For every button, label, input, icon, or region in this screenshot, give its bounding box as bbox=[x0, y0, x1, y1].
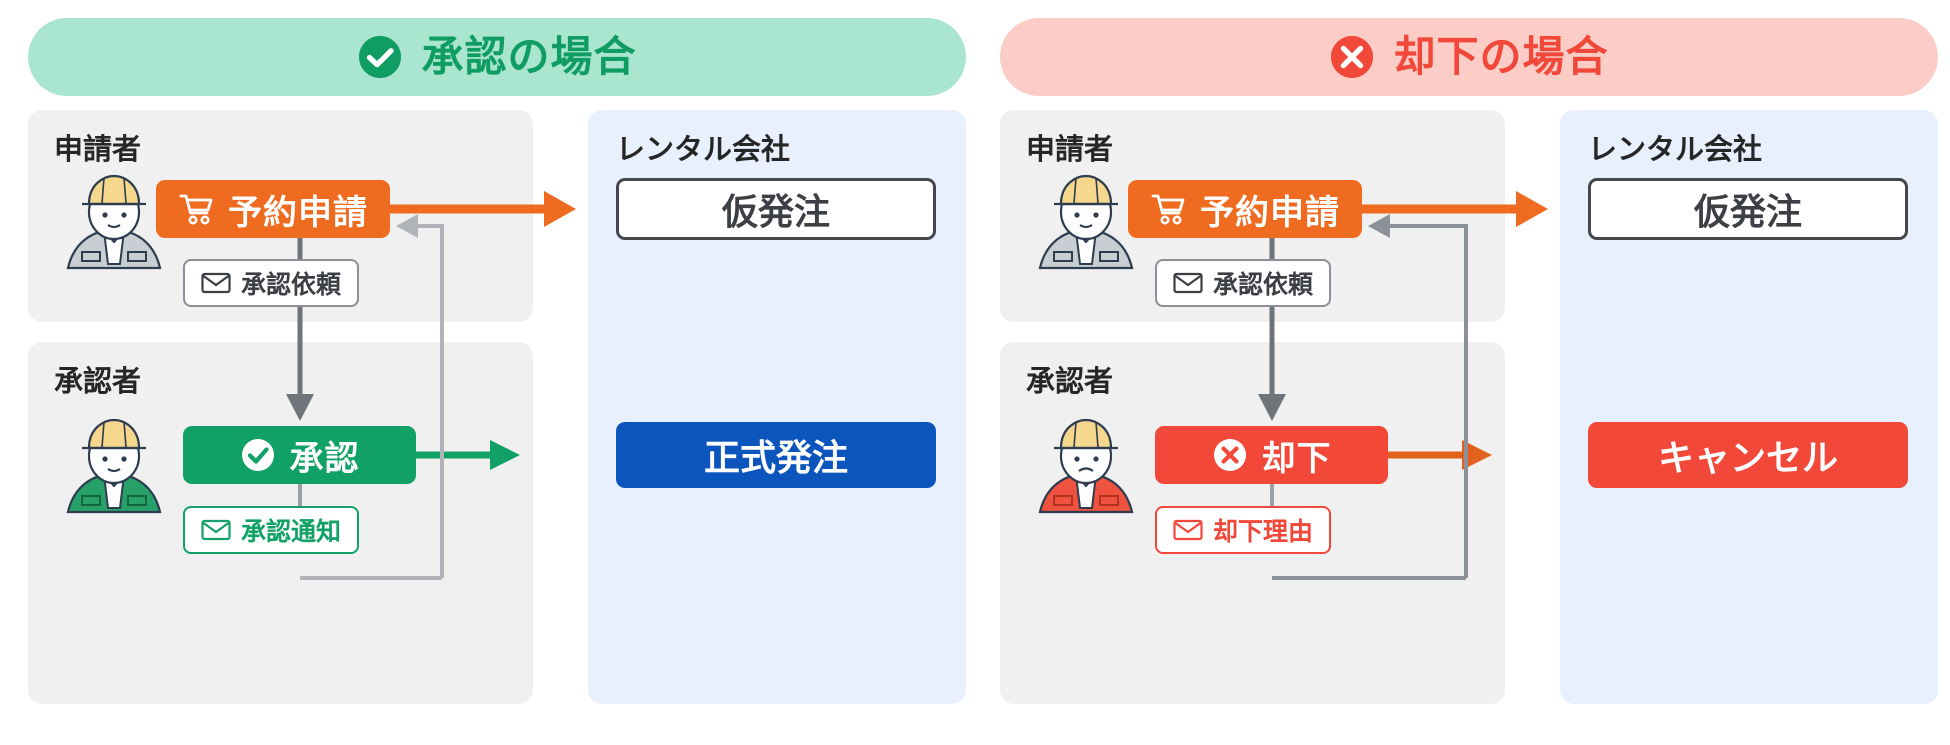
chip-approval-notice-label: 承認通知 bbox=[241, 518, 342, 546]
result-provisional-order-label: 仮発注 bbox=[1693, 191, 1802, 232]
button-reservation-request-label: 予約申請 bbox=[228, 193, 368, 232]
check-circle-icon bbox=[241, 439, 274, 471]
button-reservation-request[interactable]: 予約申請 bbox=[1128, 180, 1362, 238]
panel-reject-header: 却下の場合 bbox=[1000, 18, 1938, 96]
lane-approver-label: 承認者 bbox=[1026, 366, 1114, 398]
lane-applicant-label: 申請者 bbox=[1026, 134, 1114, 166]
cart-icon bbox=[179, 194, 213, 225]
result-cancel-label: キャンセル bbox=[1657, 437, 1838, 478]
applicant-avatar bbox=[66, 174, 162, 270]
chip-approval-request-label: 承認依頼 bbox=[241, 271, 342, 299]
panel-reject: 却下の場合 申請者 承認者 レンタル会社 bbox=[1000, 0, 1950, 745]
mail-icon bbox=[201, 519, 231, 541]
approver-avatar bbox=[66, 418, 162, 514]
mail-icon bbox=[1173, 272, 1203, 294]
button-approve[interactable]: 承認 bbox=[183, 426, 416, 484]
panel-approve-header: 承認の場合 bbox=[28, 18, 966, 96]
x-circle-icon bbox=[1213, 439, 1246, 471]
mail-icon bbox=[201, 272, 231, 294]
chip-reject-reason-label: 却下理由 bbox=[1213, 518, 1314, 546]
applicant-avatar bbox=[1038, 174, 1134, 270]
button-approve-label: 承認 bbox=[289, 439, 360, 478]
chip-approval-request: 承認依頼 bbox=[1155, 259, 1332, 307]
button-reject[interactable]: 却下 bbox=[1155, 426, 1388, 484]
result-provisional-order-label: 仮発注 bbox=[721, 191, 830, 232]
cart-icon bbox=[1151, 194, 1185, 225]
result-final-order-label: 正式発注 bbox=[703, 437, 848, 478]
panel-reject-title: 却下の場合 bbox=[1393, 33, 1609, 80]
mail-icon bbox=[1173, 519, 1203, 541]
panel-approve: 承認の場合 申請者 承認者 レンタル会社 bbox=[28, 0, 978, 745]
button-reservation-request-label: 予約申請 bbox=[1200, 193, 1340, 232]
panel-approve-title: 承認の場合 bbox=[421, 33, 637, 80]
button-reservation-request[interactable]: 予約申請 bbox=[156, 180, 390, 238]
chip-approval-request-label: 承認依頼 bbox=[1213, 271, 1314, 299]
result-cancel: キャンセル bbox=[1588, 422, 1908, 488]
approver-avatar bbox=[1038, 418, 1134, 514]
lane-rental-label: レンタル会社 bbox=[1588, 134, 1763, 166]
lane-approver-label: 承認者 bbox=[54, 366, 142, 398]
result-provisional-order: 仮発注 bbox=[1588, 178, 1908, 240]
lane-applicant-label: 申請者 bbox=[54, 134, 142, 166]
lane-rental-label: レンタル会社 bbox=[616, 134, 791, 166]
x-circle-icon bbox=[1331, 35, 1374, 79]
chip-approval-request: 承認依頼 bbox=[183, 259, 360, 307]
chip-approval-notice: 承認通知 bbox=[183, 506, 360, 554]
check-circle-icon bbox=[359, 35, 402, 79]
button-reject-label: 却下 bbox=[1261, 439, 1332, 478]
result-provisional-order: 仮発注 bbox=[616, 178, 936, 240]
result-final-order: 正式発注 bbox=[616, 422, 936, 488]
chip-reject-reason: 却下理由 bbox=[1155, 506, 1332, 554]
